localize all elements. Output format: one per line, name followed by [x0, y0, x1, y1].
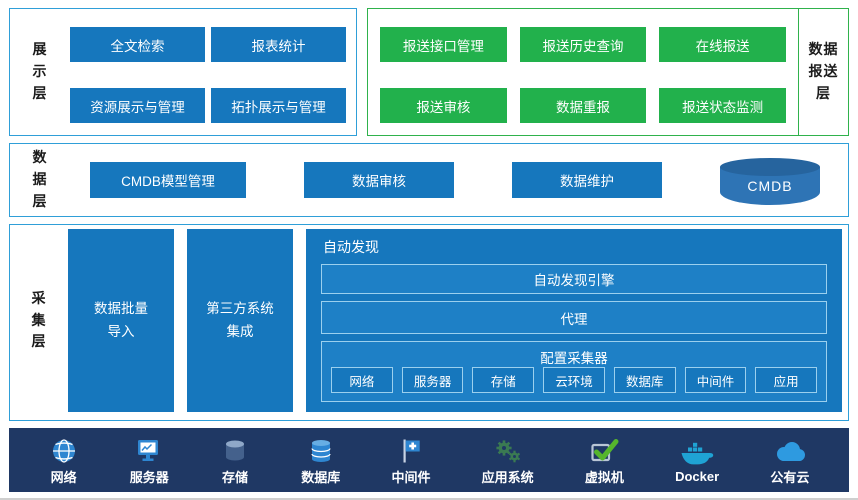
auto-discovery-title: 自动发现: [323, 239, 379, 255]
config-collector-items: 网络 服务器 存储 云环境 数据库 中间件 应用: [331, 367, 818, 393]
data-layer-label-wrap: 数 据 层: [10, 147, 70, 212]
collector-storage: 存储: [472, 367, 535, 393]
top-row: 展 示 层 全文检索 报表统计 资源展示与管理 拓扑展示与管理 报送接口管理 报…: [9, 8, 849, 136]
node-batch-data-import: 数据批量 导入: [68, 229, 174, 412]
presentation-layer-panel: 展 示 层 全文检索 报表统计 资源展示与管理 拓扑展示与管理: [9, 8, 357, 136]
infra-item-docker: Docker: [675, 436, 719, 484]
server-icon: [134, 434, 164, 466]
application-icon: [493, 434, 523, 466]
node-report-statistics: 报表统计: [211, 27, 346, 62]
infra-item-middleware: 中间件: [391, 434, 430, 486]
collection-layer-label-wrap: 采 集 层: [10, 229, 68, 412]
node-report-status-monitoring: 报送状态监测: [659, 88, 786, 123]
node-data-maintenance: 数据维护: [512, 162, 662, 198]
infra-label: 服务器: [129, 470, 169, 485]
node-resource-display-management: 资源展示与管理: [70, 88, 205, 123]
collector-cloud-environment: 云环境: [543, 367, 605, 393]
collector-server: 服务器: [401, 367, 464, 393]
node-report-history-query: 报送历史查询: [519, 27, 647, 62]
data-layer-label: 数 据 层: [32, 149, 48, 209]
collector-database: 数据库: [613, 367, 676, 393]
docker-icon: [679, 436, 715, 468]
collector-middleware: 中间件: [684, 367, 747, 393]
node-topology-display-management: 拓扑展示与管理: [211, 88, 346, 123]
collector-network: 网络: [331, 367, 393, 393]
cmdb-database-label: CMDB: [747, 177, 793, 194]
infra-label: 网络: [50, 470, 77, 485]
node-agent: 代理: [321, 301, 827, 334]
reporting-layer-label-wrap: 数据 报送 层: [798, 9, 848, 135]
node-auto-discovery-engine: 自动发现引擎: [321, 264, 827, 294]
infra-item-public-cloud: 公有云: [770, 434, 809, 486]
storage-icon: [220, 434, 250, 466]
database-icon: [306, 434, 336, 466]
infra-label: Docker: [675, 469, 720, 484]
public-cloud-icon: [771, 434, 809, 466]
node-report-audit: 报送审核: [380, 88, 507, 123]
presentation-layer-label-wrap: 展 示 层: [10, 9, 70, 135]
config-collector-container: 配置采集器 网络 服务器 存储 云环境 数据库 中间件 应用: [321, 341, 827, 402]
infra-label: 虚拟机: [584, 470, 624, 485]
node-data-audit: 数据审核: [304, 162, 454, 198]
collection-layer-label: 采 集 层: [31, 289, 47, 350]
collector-application: 应用: [755, 367, 818, 393]
infra-item-network: 网络: [49, 434, 79, 486]
infra-label: 数据库: [301, 470, 341, 485]
reporting-layer-label: 数据 报送 层: [808, 41, 839, 101]
infra-item-database: 数据库: [301, 434, 340, 486]
node-third-party-integration: 第三方系统 集成: [187, 229, 293, 412]
node-data-resubmit: 数据重报: [519, 88, 647, 123]
presentation-layer-label: 展 示 层: [32, 41, 48, 101]
node-fulltext-search: 全文检索: [70, 27, 205, 62]
data-layer-panel: 数 据 层 CMDB模型管理 数据审核 数据维护 CMDB: [9, 143, 849, 217]
node-cmdb-model-management: CMDB模型管理: [90, 162, 246, 198]
virtual-machine-icon: [588, 434, 620, 466]
collection-layer-panel: 采 集 层 数据批量 导入 第三方系统 集成 自动发现 自动发现引擎 代理 配置…: [9, 224, 849, 421]
infra-label: 公有云: [770, 470, 810, 485]
middleware-icon: [396, 434, 426, 466]
infrastructure-bar: 网络 服务器 存储: [9, 428, 849, 492]
infra-label: 应用系统: [481, 470, 534, 485]
node-report-interface-management: 报送接口管理: [380, 27, 507, 62]
cmdb-database-icon: CMDB: [720, 156, 820, 205]
infra-label: 中间件: [391, 470, 431, 485]
reporting-grid: 报送接口管理 报送历史查询 在线报送 报送审核 数据重报 报送状态监测: [368, 9, 798, 135]
config-collector-title: 配置采集器: [540, 350, 608, 366]
node-online-reporting: 在线报送: [659, 27, 786, 62]
data-reporting-layer-panel: 报送接口管理 报送历史查询 在线报送 报送审核 数据重报 报送状态监测 数据 报…: [367, 8, 849, 136]
infra-item-server: 服务器: [130, 434, 169, 486]
infra-item-storage: 存储: [220, 434, 250, 486]
globe-icon: [49, 434, 79, 466]
presentation-grid: 全文检索 报表统计 资源展示与管理 拓扑展示与管理: [70, 9, 356, 135]
infra-label: 存储: [222, 470, 249, 485]
infra-item-application-system: 应用系统: [482, 434, 534, 486]
infra-item-virtual-machine: 虚拟机: [585, 434, 624, 486]
auto-discovery-container: 自动发现 自动发现引擎 代理 配置采集器 网络 服务器 存储 云环境 数据库 中…: [306, 229, 842, 412]
